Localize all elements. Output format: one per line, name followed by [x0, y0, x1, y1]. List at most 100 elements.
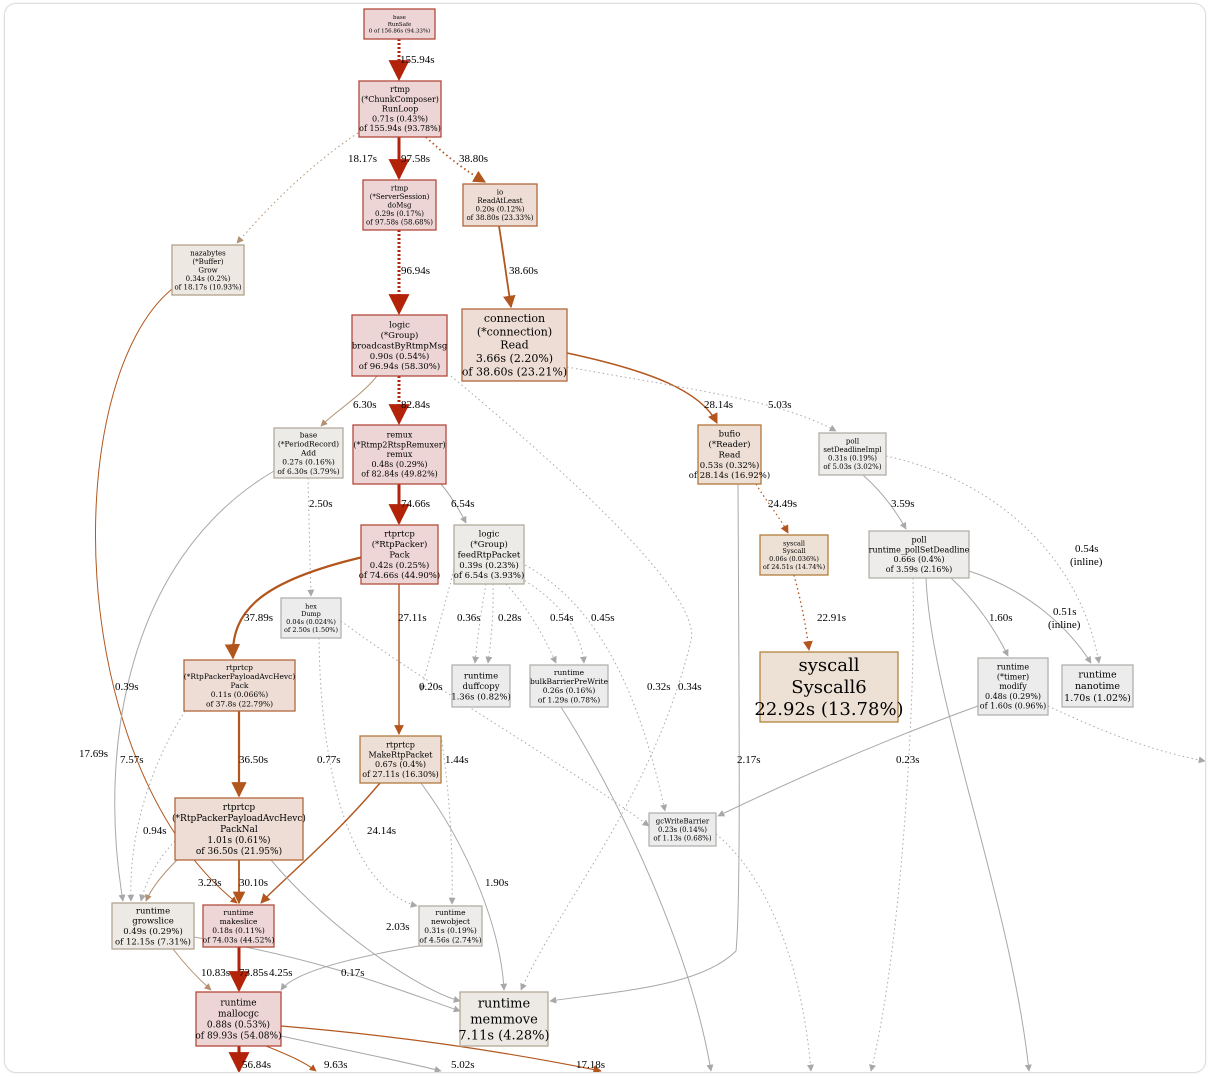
edge-e36[interactable] — [717, 705, 979, 817]
node-text: of 37.8s (22.79%) — [206, 699, 273, 708]
edge-e23[interactable] — [516, 575, 587, 664]
edge-e42[interactable] — [270, 859, 461, 1003]
edge-label-e36: 0.23s — [896, 754, 920, 766]
edge-e14[interactable] — [862, 474, 907, 530]
edge-e9[interactable] — [566, 352, 718, 424]
node-text: (*PeriodRecord) — [278, 439, 339, 448]
edge-e10[interactable] — [566, 366, 837, 432]
node-box — [459, 991, 549, 1047]
edge-e29[interactable] — [516, 560, 668, 812]
edge-e38[interactable] — [260, 782, 381, 904]
edge-e45[interactable] — [280, 945, 420, 991]
node-text: ReadAtLeast — [477, 197, 522, 205]
edge-e16[interactable] — [307, 477, 315, 597]
edge-e20[interactable] — [472, 583, 487, 664]
edge-label-e16: 2.50s — [309, 498, 333, 510]
node-box — [171, 244, 245, 296]
edge-e27[interactable] — [114, 470, 275, 902]
edge-e13[interactable] — [755, 483, 789, 534]
edge-e37[interactable] — [139, 840, 176, 902]
edge-e22[interactable] — [505, 583, 557, 664]
edge-e28[interactable] — [419, 560, 457, 692]
node-text: (*Reader) — [709, 439, 751, 450]
edge-e17[interactable] — [95, 288, 238, 904]
edge-label-e15: 0.54s — [1075, 543, 1099, 555]
node-text: base — [300, 430, 318, 439]
node-packnal[interactable]: rtprtcp(*RtpPackerPayloadAvcHevc)PackNal… — [172, 797, 306, 861]
node-text: logic — [479, 530, 500, 540]
edge-label-e17: 17.69s — [79, 748, 108, 760]
edge-label-e8: 82.84s — [401, 399, 430, 411]
edge-label-e21: 0.28s — [498, 612, 522, 624]
edge-e2[interactable] — [236, 132, 359, 244]
edge-e6[interactable] — [498, 225, 516, 309]
node-text: 0.66s (0.4%) — [893, 555, 944, 564]
edge-e40[interactable] — [145, 859, 178, 902]
edge-continuation-6[interactable] — [340, 620, 650, 827]
edge-e18[interactable] — [224, 555, 364, 660]
node-avcpack[interactable]: rtprtcp(*RtpPackerPayloadAvcHevc)Pack0.1… — [183, 659, 296, 712]
edge-e43[interactable] — [172, 948, 212, 991]
edge-continuation-4[interactable] — [715, 833, 814, 1072]
edge-continuation-2[interactable] — [869, 577, 914, 1072]
edge-e21[interactable] — [485, 583, 494, 664]
edge-e4[interactable] — [425, 136, 487, 183]
node-text: 3.66s (2.20%) — [476, 352, 553, 365]
edge-e24[interactable] — [793, 574, 813, 651]
edge-e33[interactable] — [318, 637, 418, 908]
edge-e7[interactable] — [320, 375, 378, 427]
edge-e26[interactable] — [968, 570, 1092, 664]
node-box — [868, 530, 970, 579]
edge-continuation-3[interactable] — [1047, 705, 1205, 764]
edge-e30[interactable] — [450, 375, 693, 991]
edge-e48[interactable] — [265, 1045, 317, 1072]
edge-e15[interactable] — [885, 455, 1102, 664]
edge-continuation-1[interactable] — [925, 577, 1032, 1072]
node-box — [529, 664, 609, 708]
edge-e39[interactable] — [420, 782, 508, 991]
edge-e35[interactable] — [549, 483, 740, 1004]
node-text: 0.29s (0.17%) — [375, 210, 424, 218]
edge-e25[interactable] — [950, 577, 1009, 657]
edge-e49[interactable] — [280, 1035, 442, 1072]
edge-e12[interactable] — [440, 483, 467, 524]
edge-continuation-5[interactable] — [560, 706, 714, 1072]
edge-label-e6: 38.60s — [509, 265, 538, 277]
edge-label-e37: 0.94s — [143, 825, 167, 837]
node-text: of 3.59s (2.16%) — [886, 565, 952, 574]
node-text: duffcopy — [462, 682, 499, 692]
node-text: of 27.11s (16.30%) — [362, 770, 439, 779]
edge-e50[interactable] — [280, 1025, 602, 1072]
edge-e31[interactable] — [127, 710, 186, 902]
edge-label-e46: 0.17s — [341, 967, 365, 979]
